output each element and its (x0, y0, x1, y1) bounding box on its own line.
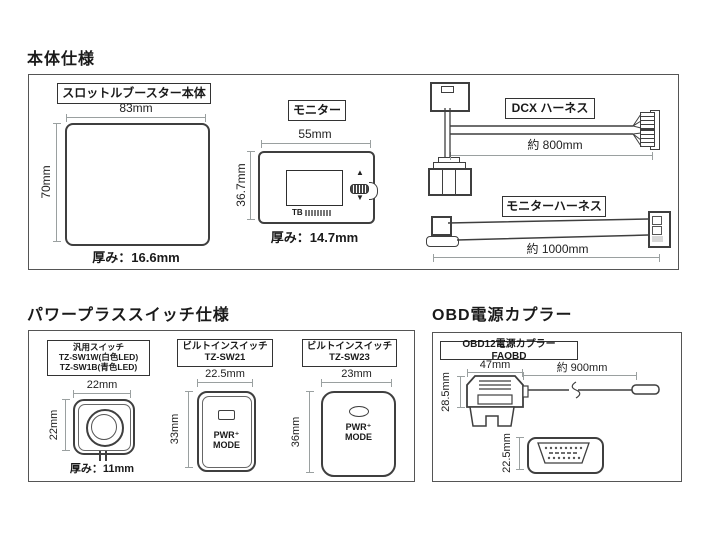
sw21-switch-outline: PWR⁺ MODE (197, 391, 256, 472)
sw23-mode-text: MODE (345, 432, 372, 442)
monitor-width-dim: 55mm (298, 127, 332, 141)
obd-cable-length-dim: 約 900mm (556, 362, 608, 374)
monitor-label: モニター (288, 100, 346, 121)
sw23-width-dim: 23mm (341, 368, 372, 380)
obd-coupler-wire-tab (522, 385, 529, 398)
monitor-harness-connector-right (648, 211, 671, 248)
sw23-label-line2: TZ-SW23 (329, 352, 370, 363)
obd-face-pins-bottom (547, 456, 581, 460)
switch-spec-heading: パワープラススイッチ仕様 (27, 307, 230, 324)
sw1-width-dim: 22mm (86, 379, 118, 391)
connector-pin-slot (652, 226, 662, 235)
sw23-switch-outline: PWR⁺ MODE (321, 391, 396, 477)
tb-logo: TB (292, 208, 303, 217)
sw23-height-dimline (306, 391, 314, 473)
obd-coupler-panel (477, 394, 513, 405)
obd-face-pins-top (544, 446, 583, 450)
obd-spec-heading: OBD電源カプラー (432, 307, 573, 324)
booster-body-outline (65, 123, 210, 246)
dcx-horizontal-wires (450, 125, 633, 135)
monitor-harness-plug-left (426, 236, 459, 247)
connector-shade (652, 236, 663, 242)
obd-cable-dimline (523, 372, 637, 380)
dcx-vertical-wires (444, 108, 451, 157)
sw21-width-dim: 22.5mm (205, 368, 245, 380)
obd-width-dimline (467, 369, 523, 377)
sw21-switch-inner-outline (201, 395, 252, 468)
sw1-switch-inner-outline (77, 403, 131, 451)
dcx-connector-divider (455, 170, 456, 194)
obd-coupler-label: OBD12電源カプラー FAOBD (440, 339, 578, 362)
monitor-select-button (350, 184, 369, 194)
obd-coupler-ridges (479, 380, 511, 390)
sw1-label-line2: TZ-SW1W(白色LED) (58, 352, 139, 363)
booster-height-dimline (53, 123, 61, 242)
sw1-wire (105, 451, 107, 461)
dcx-length-dim: 約 800mm (527, 138, 583, 152)
monitor-up-arrow-icon: ▲ (356, 168, 364, 177)
sw21-width-dimline (197, 379, 253, 387)
dcx-wire-fan (632, 113, 642, 147)
tb-logo-subtext (305, 210, 331, 216)
sw21-mode-text: MODE (213, 440, 240, 450)
sw23-button-text: PWR⁺ MODE (323, 422, 394, 442)
booster-thickness: 厚み：16.6mm (92, 250, 180, 265)
sw1-label: 汎用スイッチ TZ-SW1W(白色LED) TZ-SW1B(青色LED) (47, 340, 150, 376)
sw1-label-line1: 汎用スイッチ (72, 342, 124, 353)
sw23-width-dimline (321, 379, 392, 387)
sw23-indicator (349, 406, 369, 417)
monitor-harness-length-dim: 約 1000mm (526, 242, 589, 256)
sw1-switch-outline (73, 399, 135, 455)
sw1-wire (99, 451, 101, 461)
sw23-label-line1: ビルトインスイッチ (306, 341, 393, 353)
connector-pin-slot (652, 216, 662, 225)
dcx-connector-divider (442, 170, 443, 194)
booster-label: スロットルブースター本体 (57, 83, 211, 104)
sw1-button-inner-circle (91, 414, 117, 440)
cable-break-gap (569, 384, 578, 396)
monitor-harness-connector-left (431, 216, 452, 236)
booster-width-dim: 83mm (119, 101, 153, 115)
obd-width-dim: 47mm (479, 359, 511, 371)
monitor-harness-label: モニターハーネス (502, 196, 606, 217)
booster-width-dimline (66, 114, 206, 122)
sw1-thickness: 厚み：11mm (69, 463, 135, 475)
sw1-width-dimline (73, 390, 131, 398)
sw21-button-text: PWR⁺ MODE (199, 430, 254, 450)
monitor-height-dimline (247, 151, 255, 220)
dcx-plug-lower (640, 130, 655, 147)
dcx-harness-label: DCX ハーネス (505, 98, 595, 119)
monitor-harness-length-dimline (433, 254, 660, 262)
sw1-height-dimline (62, 399, 70, 451)
monitor-screen (286, 170, 343, 206)
sw21-height-dimline (185, 391, 193, 468)
dcx-relay-slot (441, 86, 454, 93)
sw21-label: ビルトインスイッチ TZ-SW21 (177, 339, 273, 367)
sw1-button-outer-circle (86, 409, 124, 447)
monitor-harness-wires (447, 218, 649, 241)
sw21-label-line1: ビルトインスイッチ (182, 341, 268, 353)
monitor-thickness: 厚み：14.7mm (270, 230, 359, 245)
sw1-label-line3: TZ-SW1B(青色LED) (59, 361, 138, 372)
sw23-pwr-text: PWR⁺ (345, 422, 372, 432)
sw21-label-line2: TZ-SW21 (204, 352, 246, 363)
sw21-indicator (218, 410, 235, 420)
sw23-label: ビルトインスイッチ TZ-SW23 (302, 339, 397, 367)
obd-coupler-height-dimline (516, 437, 524, 470)
sw21-pwr-text: PWR⁺ (213, 430, 240, 440)
obd-cable-terminal (631, 384, 660, 395)
monitor-down-arrow-icon: ▼ (356, 193, 364, 202)
obd-height-dimline (457, 376, 465, 408)
cable-break-icon (571, 381, 581, 399)
obd-plug-prongs (469, 406, 515, 427)
monitor-width-dimline (261, 140, 371, 148)
body-spec-heading: 本体仕様 (27, 51, 96, 68)
dcx-connector-body (428, 168, 472, 196)
